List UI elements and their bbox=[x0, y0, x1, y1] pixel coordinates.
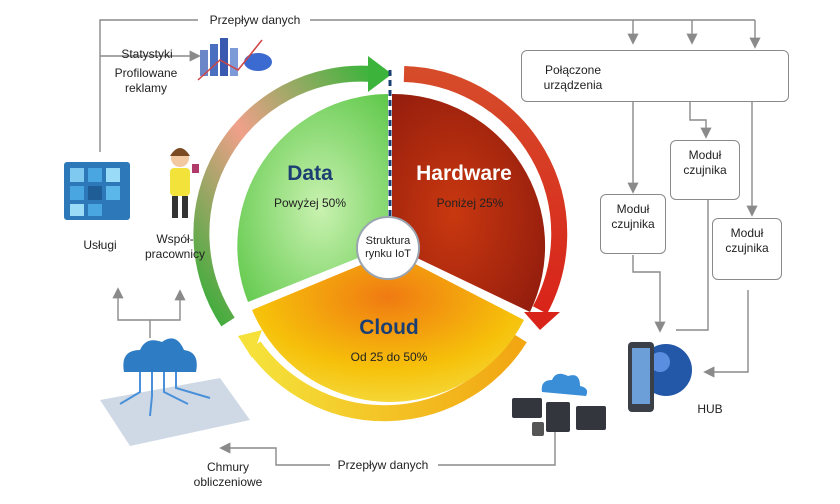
data-arc bbox=[193, 65, 373, 327]
data-segment bbox=[237, 94, 388, 302]
connected-devices-label: Połączone urządzenia bbox=[543, 63, 603, 92]
hardware-arc bbox=[403, 66, 568, 314]
sensor-module-1-label: Moduł czujnika bbox=[611, 202, 655, 231]
cloud-segment bbox=[252, 252, 524, 402]
hub-device-icon bbox=[628, 342, 692, 412]
hardware-arc-arrowhead bbox=[524, 312, 560, 330]
thermostat-value: 72 bbox=[685, 71, 696, 81]
top-flow-label: Przepływ danych bbox=[209, 13, 301, 27]
cloud-subtitle: Od 25 do 50% bbox=[350, 350, 428, 364]
data-subtitle: Powyżej 50% bbox=[273, 196, 347, 210]
statistics-chart-icon bbox=[197, 38, 272, 81]
bottom-flow-label: Przepływ danych bbox=[337, 458, 429, 472]
coworkers-label: Współ- pracownicy bbox=[144, 232, 206, 261]
sensor-module-2: Moduł czujnika bbox=[670, 140, 740, 200]
hardware-subtitle: Poniżej 25% bbox=[436, 196, 504, 210]
data-title: Data bbox=[287, 162, 333, 185]
services-cubes-icon bbox=[64, 162, 130, 220]
hardware-segment bbox=[392, 93, 546, 312]
cloud-title: Cloud bbox=[359, 316, 419, 339]
flow-lines bbox=[99, 19, 761, 466]
pie-center-label: Struktura rynku IoT bbox=[356, 216, 420, 280]
services-label: Usługi bbox=[83, 238, 117, 252]
cloud-computing-label: Chmury obliczeniowe bbox=[193, 460, 263, 489]
sensor-module-3: Moduł czujnika bbox=[712, 218, 782, 280]
coworker-person-icon bbox=[170, 148, 199, 218]
pie-center-text: Struktura rynku IoT bbox=[365, 235, 411, 260]
cloud-computing-icon bbox=[100, 338, 250, 446]
sensor-module-1: Moduł czujnika bbox=[600, 194, 666, 254]
connected-devices-box: Połączone urządzenia 72 bbox=[521, 50, 789, 102]
cloud-arc-arrowhead bbox=[238, 330, 262, 358]
statistics-label: Statystyki bbox=[121, 47, 173, 61]
hardware-title: Hardware bbox=[416, 162, 512, 185]
sensor-module-2-label: Moduł czujnika bbox=[683, 148, 727, 177]
data-arc-arrowhead bbox=[368, 56, 392, 92]
sensor-module-3-label: Moduł czujnika bbox=[725, 226, 769, 255]
hub-label: HUB bbox=[697, 402, 723, 416]
mobile-devices-icon bbox=[512, 373, 606, 436]
cloud-arc bbox=[247, 333, 527, 422]
profiled-ads-label: Profilowane reklamy bbox=[114, 66, 178, 95]
